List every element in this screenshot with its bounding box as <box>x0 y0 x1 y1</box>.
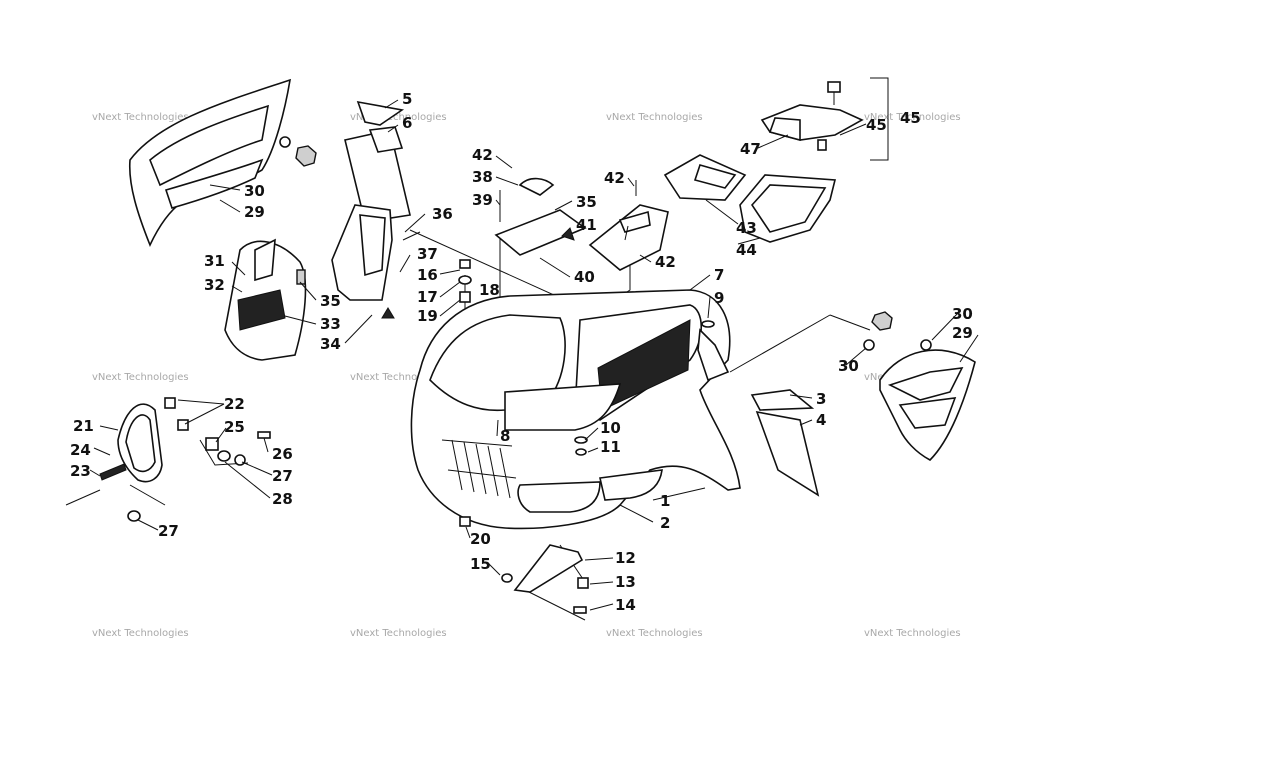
callout-23: 23 <box>70 462 91 480</box>
callout-30: 30 <box>952 305 973 323</box>
watermark: vNext Technologies <box>92 372 189 383</box>
callout-29: 29 <box>952 324 973 342</box>
callout-13: 13 <box>615 573 636 591</box>
callout-22: 22 <box>224 395 245 413</box>
callout-18: 18 <box>479 281 500 299</box>
watermark: vNext Technologies <box>864 112 961 123</box>
callout-19: 19 <box>417 307 438 325</box>
callout-37: 37 <box>417 245 438 263</box>
decal-3-4 <box>750 389 820 497</box>
callout-36: 36 <box>432 205 453 223</box>
storage-lid <box>494 177 587 256</box>
watermark: vNext Technologies <box>92 628 189 639</box>
watermark: vNext Technologies <box>350 628 447 639</box>
callout-6: 6 <box>402 114 412 132</box>
storage-bin <box>739 174 837 243</box>
callout-16: 16 <box>417 266 438 284</box>
callout-35: 35 <box>576 193 597 211</box>
callout-4: 4 <box>816 411 826 429</box>
callout-12: 12 <box>615 549 636 567</box>
callout-45: 45 <box>900 109 921 127</box>
callout-24: 24 <box>70 441 91 459</box>
watermark: vNext Technologies <box>350 112 447 123</box>
callout-27: 27 <box>158 522 179 540</box>
cover-43 <box>663 154 747 201</box>
watermark: vNext Technologies <box>92 112 189 123</box>
callout-38: 38 <box>472 168 493 186</box>
callout-25: 25 <box>224 418 245 436</box>
callout-44: 44 <box>736 241 757 259</box>
callout-30: 30 <box>244 182 265 200</box>
callout-33: 33 <box>320 315 341 333</box>
callout-2: 2 <box>660 514 670 532</box>
callout-42: 42 <box>472 146 493 164</box>
callout-35: 35 <box>320 292 341 310</box>
callout-27: 27 <box>272 467 293 485</box>
callout-45: 45 <box>866 116 887 134</box>
callout-40: 40 <box>574 268 595 286</box>
callout-43: 43 <box>736 219 757 237</box>
callout-42: 42 <box>655 253 676 271</box>
front-body-panel <box>410 289 741 530</box>
callout-15: 15 <box>470 555 491 573</box>
inner-shroud <box>331 204 421 319</box>
instrument-pod <box>224 238 307 361</box>
callout-41: 41 <box>576 216 597 234</box>
callout-9: 9 <box>714 289 724 307</box>
callout-3: 3 <box>816 390 826 408</box>
callout-32: 32 <box>204 276 225 294</box>
light-assembly <box>65 397 271 522</box>
callout-31: 31 <box>204 252 225 270</box>
callout-42: 42 <box>604 169 625 187</box>
callout-34: 34 <box>320 335 341 353</box>
watermark: vNext Technologies <box>864 628 961 639</box>
leader-lines <box>89 99 979 611</box>
watermark: vNext Technologies <box>350 372 447 383</box>
callout-7: 7 <box>714 266 724 284</box>
callout-14: 14 <box>615 596 636 614</box>
watermark: vNext Technologies <box>606 112 703 123</box>
left-side-panel <box>128 78 317 248</box>
callout-8: 8 <box>500 427 510 445</box>
bracket-assembly <box>501 544 589 614</box>
callout-28: 28 <box>272 490 293 508</box>
callout-17: 17 <box>417 288 438 306</box>
decal-5-6 <box>344 100 411 223</box>
callout-21: 21 <box>73 417 94 435</box>
callout-47: 47 <box>740 140 761 158</box>
callout-20: 20 <box>470 530 491 548</box>
callout-10: 10 <box>600 419 621 437</box>
seat-assembly <box>760 81 864 151</box>
watermark: vNext Technologies <box>606 628 703 639</box>
callout-39: 39 <box>472 191 493 209</box>
callout-5: 5 <box>402 90 412 108</box>
fasteners-left <box>458 259 472 527</box>
callout-30: 30 <box>838 357 859 375</box>
callout-1: 1 <box>660 492 670 510</box>
callout-26: 26 <box>272 445 293 463</box>
callout-labels: 1 2 3 4 5 6 7 8 9 10 11 12 13 14 15 16 1… <box>70 90 973 614</box>
right-side-panel <box>863 311 976 461</box>
callout-29: 29 <box>244 203 265 221</box>
callout-11: 11 <box>600 438 621 456</box>
fasteners-right <box>574 320 715 456</box>
